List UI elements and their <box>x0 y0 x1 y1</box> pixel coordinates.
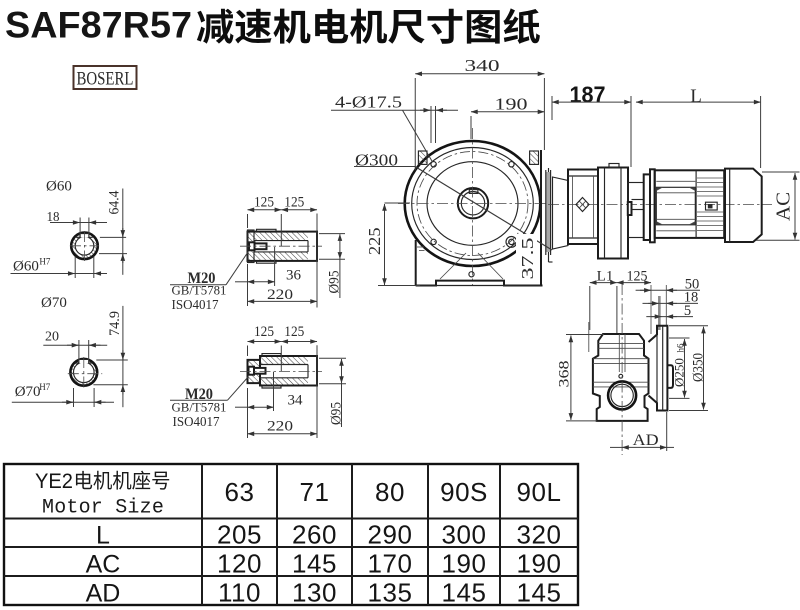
svg-text:H7: H7 <box>39 382 50 392</box>
svg-text:5: 5 <box>684 303 691 319</box>
svg-text:Ø60: Ø60 <box>46 179 72 195</box>
svg-text:80: 80 <box>375 477 405 507</box>
svg-text:190: 190 <box>442 549 487 579</box>
svg-text:SAF87R57: SAF87R57 <box>5 3 192 45</box>
svg-text:368: 368 <box>557 361 573 388</box>
svg-text:Ø60: Ø60 <box>13 259 39 275</box>
svg-text:H7: H7 <box>39 257 50 267</box>
svg-text:220: 220 <box>267 418 293 434</box>
svg-text:YE2: YE2 <box>35 470 73 493</box>
svg-text:50: 50 <box>685 276 700 292</box>
svg-text:M20: M20 <box>185 386 213 403</box>
svg-text:110: 110 <box>218 578 261 608</box>
svg-text:34: 34 <box>288 392 304 408</box>
svg-text:AD: AD <box>86 580 121 608</box>
svg-text:220: 220 <box>267 287 293 303</box>
svg-text:Ø95: Ø95 <box>327 271 343 294</box>
svg-text:Ø70: Ø70 <box>41 295 67 311</box>
svg-text:18: 18 <box>47 210 60 225</box>
svg-text:20: 20 <box>45 329 59 344</box>
svg-text:ISO4017: ISO4017 <box>173 414 220 429</box>
svg-text:Ø95: Ø95 <box>329 402 345 425</box>
svg-text:135: 135 <box>368 578 413 608</box>
svg-text:4-Ø17.5: 4-Ø17.5 <box>335 93 402 112</box>
svg-text:190: 190 <box>495 94 528 113</box>
svg-text:AD: AD <box>633 432 659 449</box>
svg-text:Ø70: Ø70 <box>15 384 41 400</box>
svg-text:300: 300 <box>442 520 487 550</box>
svg-text:Ø300: Ø300 <box>355 150 398 169</box>
svg-text:Ø350: Ø350 <box>691 353 707 382</box>
svg-text:h6: h6 <box>676 343 686 353</box>
svg-text:145: 145 <box>517 578 562 608</box>
svg-text:AC: AC <box>773 192 795 221</box>
svg-text:145: 145 <box>442 578 487 608</box>
svg-text:145: 145 <box>292 549 337 579</box>
svg-text:BOSERL: BOSERL <box>77 70 134 90</box>
svg-text:125: 125 <box>284 194 304 210</box>
svg-text:125: 125 <box>254 324 274 340</box>
svg-text:AC: AC <box>86 551 121 579</box>
svg-text:125: 125 <box>254 194 274 210</box>
svg-text:Motor Size: Motor Size <box>42 497 164 520</box>
svg-text:37.5: 37.5 <box>518 238 537 280</box>
svg-text:63: 63 <box>225 477 255 507</box>
svg-text:225: 225 <box>365 228 384 256</box>
svg-text:90L: 90L <box>517 477 562 507</box>
svg-text:260: 260 <box>292 520 337 550</box>
svg-text:GB/T5781: GB/T5781 <box>172 400 227 414</box>
svg-text:18: 18 <box>684 290 699 306</box>
svg-text:71: 71 <box>300 477 330 507</box>
svg-text:340: 340 <box>465 56 500 75</box>
svg-text:170: 170 <box>368 549 413 579</box>
svg-text:GB/T5781: GB/T5781 <box>172 283 227 297</box>
svg-text:90S: 90S <box>440 477 488 507</box>
svg-text:64.4: 64.4 <box>107 190 123 215</box>
svg-text:130: 130 <box>292 578 337 608</box>
svg-text:120: 120 <box>217 549 262 579</box>
svg-text:205: 205 <box>217 520 262 550</box>
svg-text:L: L <box>690 86 702 107</box>
svg-text:ISO4017: ISO4017 <box>172 297 219 312</box>
svg-text:36: 36 <box>286 267 302 283</box>
svg-text:L: L <box>96 522 110 550</box>
svg-text:320: 320 <box>517 520 562 550</box>
svg-text:190: 190 <box>517 549 562 579</box>
svg-text:125: 125 <box>284 324 304 340</box>
svg-text:290: 290 <box>368 520 413 550</box>
svg-text:74.9: 74.9 <box>107 311 123 336</box>
svg-text:Ø250: Ø250 <box>672 358 687 387</box>
svg-text:187: 187 <box>570 82 606 108</box>
svg-text:M20: M20 <box>188 270 216 287</box>
